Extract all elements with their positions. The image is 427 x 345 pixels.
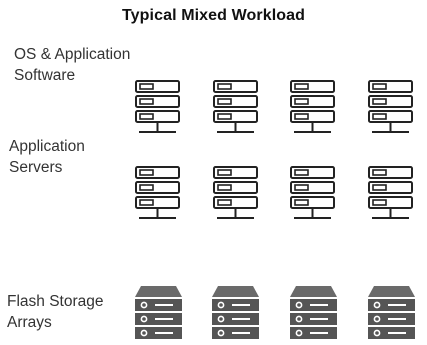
application-server-grid	[135, 80, 413, 219]
app-label-line-2: Servers	[9, 159, 63, 176]
rack-server-icon	[135, 166, 180, 219]
os-label-line-1: OS & Application	[14, 46, 131, 63]
flash-storage-array-icon	[135, 286, 182, 339]
flash-storage-array-icon	[290, 286, 337, 339]
rack-server-icon	[135, 80, 180, 133]
rack-server-icon	[213, 166, 258, 219]
flash-storage-row	[135, 286, 415, 339]
flash-label-line-1: Flash Storage	[7, 293, 104, 310]
diagram-title: Typical Mixed Workload	[122, 7, 305, 24]
rack-server-icon	[290, 166, 335, 219]
flash-label-line-2: Arrays	[7, 314, 52, 331]
rack-server-icon	[213, 80, 258, 133]
application-servers-label: Application Servers	[9, 136, 85, 178]
flash-storage-array-icon	[368, 286, 415, 339]
rack-server-icon	[368, 166, 413, 219]
os-label-line-2: Software	[14, 67, 76, 84]
flash-storage-array-icon	[212, 286, 259, 339]
flash-storage-arrays-label: Flash Storage Arrays	[7, 291, 104, 333]
os-application-software-label: OS & Application Software	[14, 44, 130, 86]
rack-server-icon	[368, 80, 413, 133]
app-label-line-1: Application	[9, 138, 85, 155]
rack-server-icon	[290, 80, 335, 133]
